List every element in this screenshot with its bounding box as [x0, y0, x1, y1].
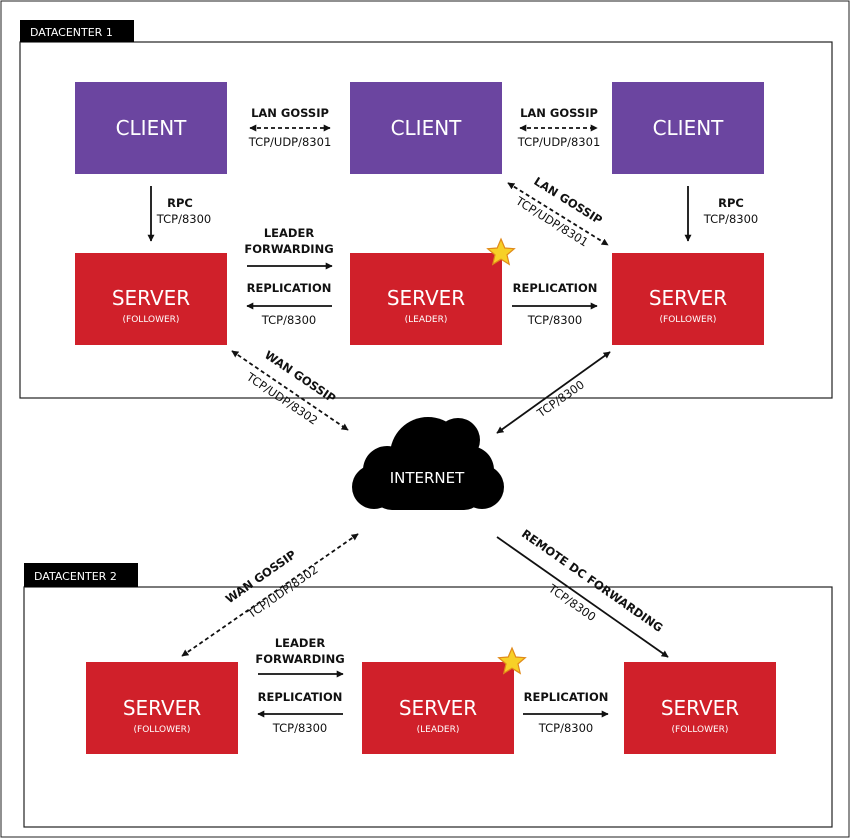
- internet-cloud-icon: [352, 417, 504, 510]
- dc1-server-center-role: (LEADER): [405, 315, 448, 325]
- dc2-server-left: SERVER (FOLLOWER): [86, 662, 238, 754]
- client-center-title: CLIENT: [391, 116, 463, 140]
- dc1-replication-right-proto: TCP/8300: [527, 313, 582, 327]
- datacenter-1-frame: [19, 41, 833, 399]
- client-left-title: CLIENT: [116, 116, 188, 140]
- dc1-server-left-title: SERVER: [112, 286, 190, 310]
- wan-gossip-dc2-name: WAN GOSSIP: [223, 547, 299, 606]
- lan-gossip-right-name: LAN GOSSIP: [520, 106, 598, 120]
- client-right-title: CLIENT: [653, 116, 725, 140]
- rpc-left-proto: TCP/8300: [156, 212, 211, 226]
- dc2-leader-star-icon: [497, 646, 527, 675]
- dc2-leader-forwarding-line1: LEADER: [275, 636, 325, 650]
- dc2-server-center: SERVER (LEADER): [362, 662, 514, 754]
- dc1-server-left: SERVER (FOLLOWER): [75, 253, 227, 345]
- dc1-leader-forwarding-line2: FORWARDING: [244, 242, 333, 256]
- internet-dc1-right-proto: TCP/8300: [534, 377, 587, 420]
- dc2-server-right-role: (FOLLOWER): [672, 725, 729, 735]
- dc2-server-left-role: (FOLLOWER): [134, 725, 191, 735]
- rpc-left-name: RPC: [167, 196, 193, 210]
- dc2-server-center-title: SERVER: [399, 696, 477, 720]
- dc1-replication-left-name: REPLICATION: [247, 281, 332, 295]
- rpc-right-name: RPC: [718, 196, 744, 210]
- dc2-server-right: SERVER (FOLLOWER): [624, 662, 776, 754]
- client-center: CLIENT: [350, 82, 502, 174]
- dc1-server-left-role: (FOLLOWER): [123, 315, 180, 325]
- dc1-server-right-role: (FOLLOWER): [660, 315, 717, 325]
- dc2-replication-left-name: REPLICATION: [258, 690, 343, 704]
- dc1-server-center-title: SERVER: [387, 286, 465, 310]
- lan-gossip-right-proto: TCP/UDP/8301: [517, 135, 601, 149]
- internet-label: INTERNET: [390, 469, 465, 487]
- dc1-server-center: SERVER (LEADER): [350, 253, 502, 345]
- dc1-server-right: SERVER (FOLLOWER): [612, 253, 764, 345]
- datacenter-2-frame: [23, 586, 833, 828]
- dc1-replication-left-proto: TCP/8300: [261, 313, 316, 327]
- dc1-leader-star-icon: [486, 237, 516, 266]
- datacenter-1-label: DATACENTER 1: [30, 26, 113, 39]
- lan-gossip-diagonal-arrow: [507, 182, 609, 246]
- client-right: CLIENT: [612, 82, 764, 174]
- remote-dc-forwarding-arrow: [496, 536, 669, 658]
- dc1-server-right-title: SERVER: [649, 286, 727, 310]
- datacenter-2-label: DATACENTER 2: [34, 570, 117, 583]
- internet-dc1-right-arrow: [496, 351, 611, 434]
- datacenter-1-tab: [20, 20, 134, 42]
- wan-gossip-dc2-arrow: [181, 533, 359, 657]
- dc1-leader-forwarding-line1: LEADER: [264, 226, 314, 240]
- client-left: CLIENT: [75, 82, 227, 174]
- dc2-replication-left-proto: TCP/8300: [272, 721, 327, 735]
- lan-gossip-left-name: LAN GOSSIP: [251, 106, 329, 120]
- datacenter-2-tab: [24, 563, 138, 587]
- lan-gossip-left-proto: TCP/UDP/8301: [248, 135, 332, 149]
- wan-gossip-dc1-arrow: [231, 350, 349, 431]
- dc2-leader-forwarding-line2: FORWARDING: [255, 652, 344, 666]
- dc2-server-left-title: SERVER: [123, 696, 201, 720]
- dc2-server-center-role: (LEADER): [417, 725, 460, 735]
- rpc-right-proto: TCP/8300: [703, 212, 758, 226]
- dc2-replication-right-proto: TCP/8300: [538, 721, 593, 735]
- dc1-replication-right-name: REPLICATION: [513, 281, 598, 295]
- dc2-replication-right-name: REPLICATION: [524, 690, 609, 704]
- dc2-server-right-title: SERVER: [661, 696, 739, 720]
